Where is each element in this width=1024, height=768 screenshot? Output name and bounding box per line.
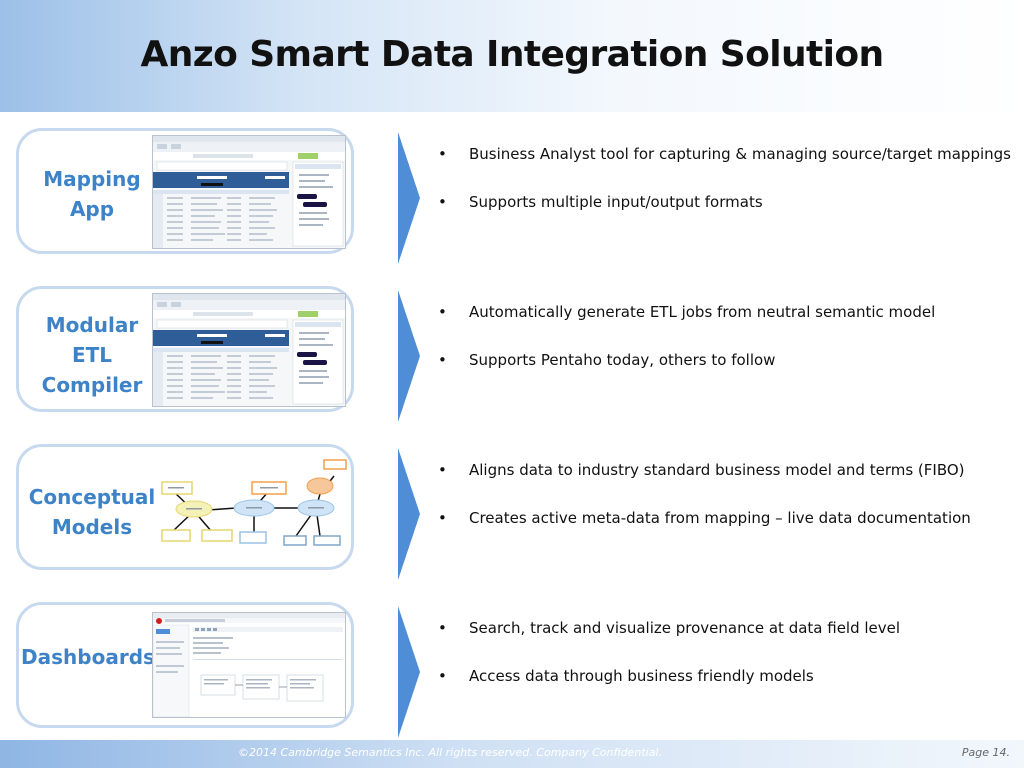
feature-label: Conceptual Models [18, 482, 166, 542]
row-etl-compiler: Modular ETL Compiler [0, 286, 1024, 436]
concept-graph-diagram [161, 459, 347, 546]
chevron-arrow-icon [398, 606, 420, 738]
bullet-item: Supports Pentaho today, others to follow [438, 348, 1018, 372]
bullet-list: Business Analyst tool for capturing & ma… [438, 142, 1018, 238]
label-line: App [69, 197, 115, 221]
row-dashboards: Dashboards [0, 602, 1024, 752]
bullet-item: Supports multiple input/output formats [438, 190, 1018, 214]
slide-title: Anzo Smart Data Integration Solution [140, 34, 885, 75]
label-line: ETL [71, 343, 113, 367]
dashboard-screenshot [152, 612, 346, 718]
bullet-list: Automatically generate ETL jobs from neu… [438, 300, 1018, 396]
feature-label: Dashboards [16, 642, 160, 672]
bullet-item: Aligns data to industry standard busines… [438, 458, 1018, 482]
header-band [0, 0, 1024, 112]
feature-label: Modular ETL Compiler [18, 310, 166, 400]
label-line: Compiler [41, 373, 143, 397]
bullet-item: Automatically generate ETL jobs from neu… [438, 300, 1018, 324]
row-conceptual-models: Conceptual Models [0, 444, 1024, 594]
footer-band [0, 740, 1024, 768]
chevron-arrow-icon [398, 132, 420, 264]
mapping-app-screenshot [152, 135, 346, 249]
chevron-arrow-icon [398, 290, 420, 422]
label-line: Dashboards [21, 645, 155, 669]
bullet-item: Search, track and visualize provenance a… [438, 616, 1018, 640]
footer-copyright: ©2014 Cambridge Semantics Inc. All right… [238, 746, 662, 759]
label-line: Conceptual [28, 485, 156, 509]
bullet-item: Business Analyst tool for capturing & ma… [438, 142, 1018, 166]
label-line: Modular [45, 313, 139, 337]
bullet-list: Search, track and visualize provenance a… [438, 616, 1018, 712]
label-line: Mapping [43, 167, 141, 191]
page-number: Page 14. [961, 746, 1010, 759]
bullet-item: Access data through business friendly mo… [438, 664, 1018, 688]
feature-label: Mapping App [18, 164, 166, 224]
bullet-item: Creates active meta-data from mapping – … [438, 506, 1018, 530]
row-mapping-app: Mapping App [0, 128, 1024, 278]
label-line: Models [51, 515, 133, 539]
etl-compiler-screenshot [152, 293, 346, 407]
chevron-arrow-icon [398, 448, 420, 580]
bullet-list: Aligns data to industry standard busines… [438, 458, 1018, 554]
